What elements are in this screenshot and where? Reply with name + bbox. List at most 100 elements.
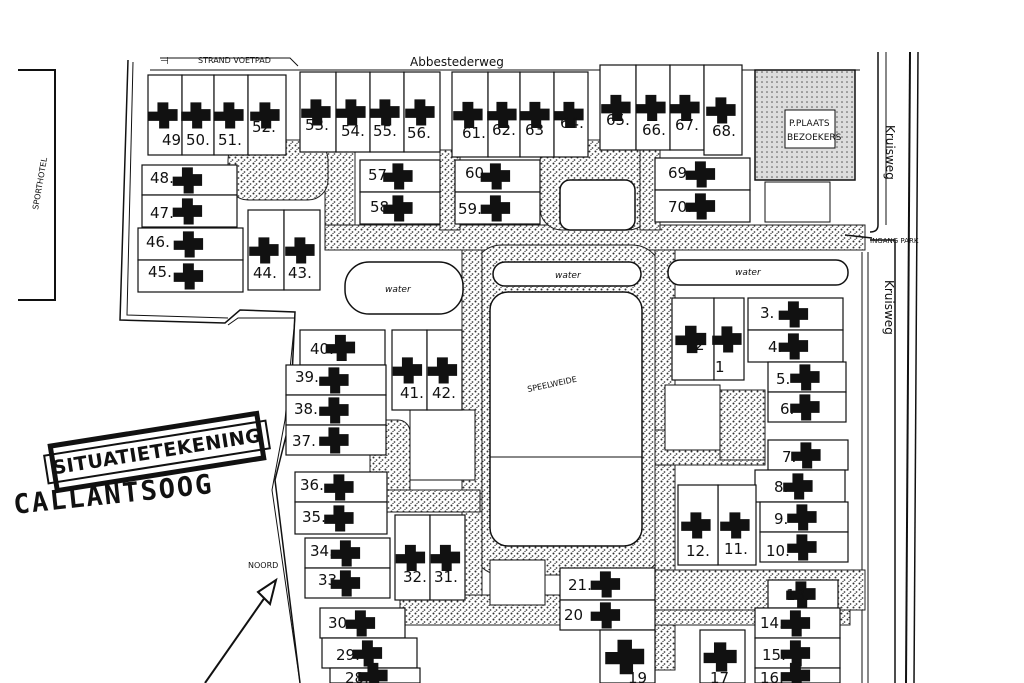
lot-55: 55.	[369, 71, 405, 153]
lot-number: 47.	[150, 204, 174, 222]
water-features	[344, 179, 849, 315]
bungalow-icon	[487, 101, 517, 128]
lot-31: 31.	[429, 514, 466, 601]
kruisweg-road: Kruisweg Kruisweg	[861, 51, 919, 683]
lot-59: 59.	[454, 191, 541, 225]
parking-label-2: BEZOEKERS	[787, 133, 842, 143]
lot-61: 61.	[451, 71, 489, 158]
lot-68: 68.	[703, 64, 743, 156]
lot-number: 51.	[218, 131, 242, 149]
bungalow-icon	[319, 367, 349, 394]
bungalow-icon	[325, 334, 356, 361]
bungalow-icon	[636, 94, 666, 121]
bungalow-icon	[352, 640, 383, 667]
lot-number: 11.	[724, 540, 748, 558]
lot-number: 1	[715, 358, 725, 376]
park-boundary-inner	[126, 61, 229, 319]
lot-number: 31.	[434, 568, 458, 586]
lot-number: 68.	[712, 122, 736, 140]
bungalow-icon	[685, 193, 716, 220]
lot-number: 17	[710, 669, 729, 683]
bungalow-icon	[324, 474, 354, 501]
north-arrow: NOORD	[204, 561, 278, 683]
bungalow-icon	[712, 326, 742, 353]
bungalow-icon	[214, 102, 244, 129]
bungalow-icon	[780, 662, 811, 683]
lot-48: 48.	[141, 164, 238, 196]
lot-number: 34.	[310, 542, 334, 560]
bungalow-icon	[787, 534, 817, 561]
bungalow-icon	[780, 610, 811, 637]
lot-43: 43.	[283, 209, 321, 291]
bungalow-icon	[778, 301, 809, 328]
parking-label-1: P.PLAATS	[789, 119, 830, 129]
lot-20: 20	[559, 599, 656, 631]
lot-16: 16.	[754, 662, 841, 683]
lot-number: 3.	[760, 304, 774, 322]
bungalow-icon	[285, 237, 315, 264]
footpath-arrow-icon: ⊣	[160, 56, 169, 67]
bungalow-icon	[319, 397, 349, 424]
lot-45: 45.	[137, 259, 244, 293]
lot-21: 21.	[559, 567, 656, 601]
lot-34: 34.	[304, 537, 391, 569]
lot-number: 30.	[328, 614, 352, 632]
lot-number: 15.	[762, 646, 786, 664]
lot-51: 51.	[213, 74, 249, 156]
water-label-1: water	[385, 285, 412, 295]
lot-number: 9.	[774, 510, 788, 528]
bungalow-icon	[319, 427, 349, 454]
bungalow-icon	[790, 364, 820, 391]
lot-number: 40.	[310, 340, 334, 358]
bungalow-icon	[370, 99, 400, 126]
lot-44: 44.	[247, 209, 285, 291]
lot-number: 58	[370, 198, 389, 216]
lot-42: 42.	[426, 329, 463, 411]
lot-69: 69.	[654, 157, 751, 191]
north-label: NOORD	[248, 561, 278, 570]
bungalow-icon	[670, 94, 700, 121]
bungalow-icon	[554, 101, 584, 128]
lot-46: 46.	[137, 227, 244, 261]
bungalow-icon	[778, 333, 809, 360]
bungalow-icon	[783, 473, 813, 500]
lot-number: 13.	[786, 586, 810, 604]
abbestederweg-label: Abbestederweg	[410, 55, 504, 69]
lot-8: 8.	[754, 469, 846, 503]
lot-number: 19	[628, 669, 647, 683]
lot-12: 12.	[677, 484, 719, 566]
lot-number: 42.	[432, 384, 456, 402]
bungalow-icon	[324, 505, 354, 532]
bungalow-icon	[395, 544, 426, 571]
lot-number: 65.	[606, 111, 630, 129]
lot-number: 12.	[686, 542, 710, 560]
bungalow-icon	[590, 571, 621, 598]
bungalow-icon	[392, 357, 423, 384]
lot-number: 56.	[407, 124, 431, 142]
lot-2: 2	[671, 297, 715, 381]
lot-30: 30.	[319, 607, 406, 639]
lot-47: 47.	[141, 194, 238, 228]
lot-28: 28.	[329, 662, 421, 683]
lot-number: 64.	[560, 114, 584, 132]
lot-70: 70.	[654, 189, 751, 223]
lot-number: 20	[564, 606, 583, 624]
bungalow-icon	[703, 642, 737, 672]
bungalow-icon	[787, 504, 817, 531]
lot-number: 39.	[295, 368, 319, 386]
lot-number: 61.	[462, 124, 486, 142]
bungalow-icon	[358, 662, 388, 683]
lot-number: 43.	[288, 264, 312, 282]
lot-number: 52.	[252, 118, 276, 136]
lot-number: 16.	[760, 669, 784, 683]
bungalow-icon	[250, 102, 280, 129]
bungalow-icon	[383, 195, 413, 222]
lot-50: 50.	[181, 74, 215, 156]
kruisweg-label-lower: Kruisweg	[882, 280, 896, 335]
bungalow-icon	[148, 102, 178, 129]
bungalow-icon	[173, 231, 204, 258]
lot-1: 1	[712, 297, 745, 381]
beach-footpath: STRAND VOETPAD ⊣	[160, 56, 299, 67]
lot-11: 11.	[717, 484, 757, 566]
